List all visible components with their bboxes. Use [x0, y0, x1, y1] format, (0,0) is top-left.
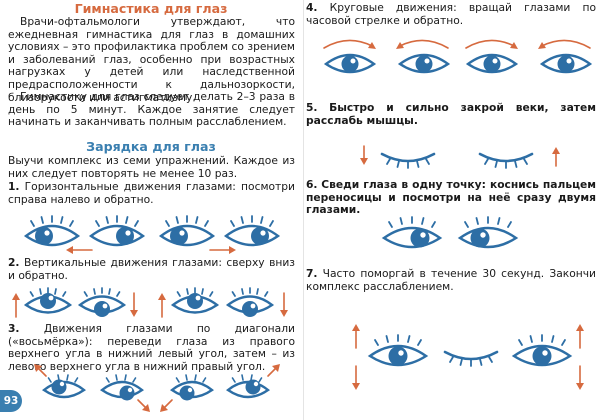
exercise-number: 2.: [8, 256, 20, 269]
exercise-text: Круговые движения: вращай глазами по час…: [306, 1, 596, 27]
arrow-curve-icon: [538, 39, 591, 49]
exercise-2-illustration: [12, 287, 288, 318]
eye-icon: [397, 53, 451, 74]
exercise-6-illustration: [381, 216, 519, 249]
arrow-up-icon: [352, 324, 360, 349]
exercise-1-illustration: [23, 215, 281, 254]
exercise-7-illustration: [352, 324, 584, 390]
closed-eye-icon: [478, 152, 534, 169]
eye-icon: [23, 287, 73, 314]
exercise-3: 3. Движения глазами по диагонали («восьм…: [8, 322, 295, 373]
eye-icon: [367, 334, 429, 367]
closed-eye-icon: [380, 152, 436, 169]
arrow-right-icon: [209, 246, 236, 254]
arrow-down-icon: [576, 365, 584, 390]
exercise-7: 7. Часто поморгай в течение 30 секунд. З…: [306, 267, 596, 293]
exercise-text: Часто поморгай в течение 30 секунд. Зако…: [306, 267, 596, 293]
eye-icon: [88, 215, 146, 247]
arrow-up-icon: [552, 147, 560, 167]
intro-paragraph-2: Гимнастику для глаз следует делать 2–3 р…: [8, 90, 295, 129]
exercise-text: Движения глазами по диагонали («восьмёрк…: [8, 322, 295, 373]
eye-icon: [170, 287, 220, 314]
eye-icon: [23, 215, 81, 247]
exercise-text: Сведи глаза в одну точку: коснись пальце…: [306, 178, 596, 217]
section-subtitle: Зарядка для глаз: [86, 139, 216, 154]
arrow-down-icon: [352, 365, 360, 390]
exercise-text: Вертикальные движения глазами: сверху вн…: [8, 256, 295, 282]
eye-icon: [99, 374, 145, 401]
exercise-4-illustration: [323, 39, 593, 74]
eye-icon: [158, 215, 216, 247]
exercise-number: 3.: [8, 322, 20, 335]
arrow-curve-icon: [323, 39, 376, 49]
page-number: 93: [0, 390, 22, 412]
page-title: Гимнастика для глаз: [74, 1, 228, 16]
exercise-number: 5.: [306, 101, 318, 114]
eye-icon: [41, 374, 87, 399]
closed-eye-icon: [443, 350, 499, 367]
eye-icon: [225, 287, 275, 317]
eye-icon: [539, 53, 593, 74]
eye-icon: [169, 374, 215, 401]
left-column: Гимнастика для глаз Врачи-офтальмологи у…: [0, 1, 295, 412]
exercise-text: Быстро и сильно закрой веки, затем рассл…: [306, 101, 596, 127]
eye-icon: [225, 374, 271, 399]
exercise-5: 5. Быстро и сильно закрой веки, затем ра…: [306, 101, 596, 127]
exercise-number: 1.: [8, 180, 20, 193]
arrow-diagonal-icon: [160, 399, 173, 412]
eye-icon: [381, 216, 443, 249]
column-divider: [303, 0, 304, 420]
exercise-number: 4.: [306, 1, 318, 14]
arrow-down-icon: [130, 292, 138, 317]
arrow-curve-icon: [465, 39, 518, 49]
exercise-1: 1. Горизонтальные движения глазами: посм…: [8, 180, 295, 206]
eye-icon: [77, 287, 127, 317]
exercise-3-illustration: [34, 364, 280, 412]
exercise-text: Горизонтальные движения глазами: посмотр…: [8, 180, 295, 206]
arrow-diagonal-icon: [34, 364, 47, 377]
exercise-6: 6. Сведи глаза в одну точку: коснись пал…: [306, 178, 596, 217]
arrow-curve-icon: [396, 39, 449, 49]
arrow-diagonal-icon: [267, 364, 280, 377]
eye-icon: [511, 334, 573, 367]
eye-icon: [323, 53, 377, 74]
arrow-down-icon: [280, 292, 288, 317]
right-column: 4. Круговые движения: вращай глазами по …: [306, 0, 600, 420]
arrow-down-icon: [360, 145, 368, 165]
exercise-4: 4. Круговые движения: вращай глазами по …: [306, 1, 596, 27]
exercise-number: 7.: [306, 267, 318, 280]
arrow-up-icon: [12, 293, 20, 318]
intro-paragraph-1: Врачи-офтальмологи утверждают, что ежедн…: [8, 15, 295, 104]
exercise-number: 6.: [306, 178, 318, 191]
eye-icon: [223, 215, 281, 247]
exercise-2: 2. Вертикальные движения глазами: сверху…: [8, 256, 295, 282]
arrow-diagonal-icon: [137, 399, 150, 412]
exercise-5-illustration: [360, 145, 560, 169]
eye-icon: [465, 53, 519, 74]
eye-icon: [457, 216, 519, 249]
arrow-up-icon: [158, 293, 166, 318]
arrow-left-icon: [66, 246, 93, 254]
arrow-up-icon: [576, 324, 584, 349]
lead-paragraph: Выучи комплекс из семи упражнений. Каждо…: [8, 154, 295, 180]
